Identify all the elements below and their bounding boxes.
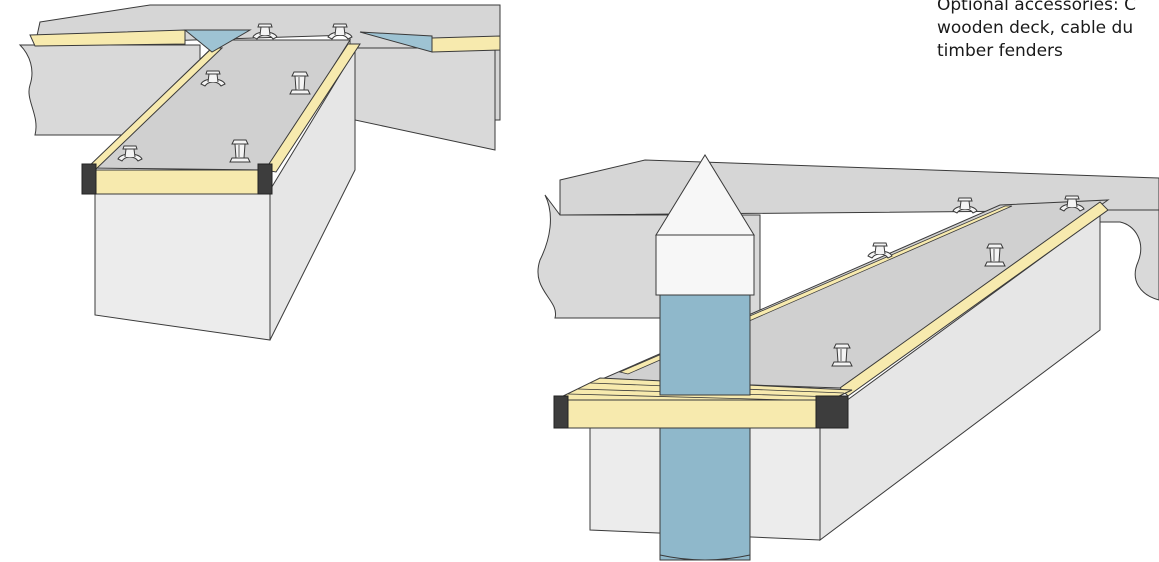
caption-line: timber fenders [937,41,1063,61]
cleat-icon [867,242,893,259]
pile-upper [659,289,751,396]
caption-line: wooden deck, cable du [937,18,1134,38]
caption: Optional accessories: C wooden deck, cab… [937,0,1159,63]
water-right [359,31,433,53]
finger-right-side [269,48,356,341]
pile-cone [655,154,755,236]
pile-pontoon [537,154,1159,561]
t-pontoon [18,4,501,341]
finger-side [94,189,271,341]
water-left [183,29,252,53]
fender-left [81,163,97,195]
caption-line: Optional accessories: C [937,0,1136,15]
pile-lower [659,419,751,561]
timber-back-left [29,29,186,47]
pile-cap [655,234,755,296]
fender-right [815,395,849,429]
wooden-deck-front [565,399,819,429]
fender-right [257,163,273,195]
timber-back-right [431,35,501,53]
fender-left [553,395,569,429]
finger-right-side [819,214,1101,541]
finger-front-timber [94,169,261,195]
